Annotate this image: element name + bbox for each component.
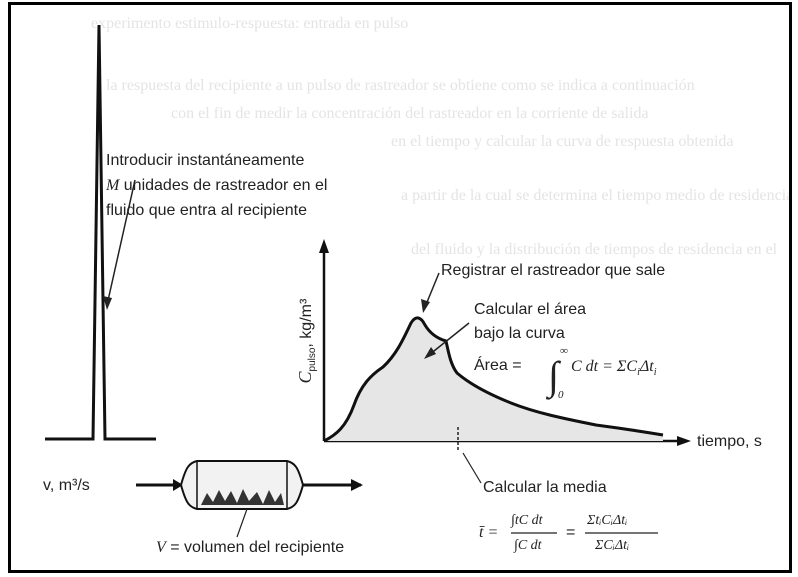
background-text-4: en el tiempo y calcular la curva de resp… [391,133,734,150]
intro-text-line2: M unidades de rastreador en el [106,175,327,196]
vessel-volume-label: V = volumen del recipiente [156,537,344,558]
register-label: Registrar el rastreador que sale [441,262,666,279]
mean-equals: = [566,524,576,541]
y-axis-subscript: pulso [307,347,319,372]
svg-text:∫: ∫ [545,353,562,400]
area-formula: Área = [474,355,522,376]
figure-frame: experimento estimulo-respuesta: entrada … [8,2,792,573]
vessel [136,460,363,538]
x-axis-arrowhead [677,436,691,446]
pointer-area [428,322,470,356]
area-formula-mid: Δt [639,358,654,375]
response-curve [323,316,664,443]
background-text-6: del fluido y la distribución de tiempos … [411,241,778,258]
mean-tbar: t̄ = [479,524,499,541]
mean-label: Calcular la media [483,479,607,496]
intro-text-line2-rest: unidades de rastreador en el [123,177,328,194]
intro-text-line3: fluido que entra al recipiente [106,202,308,219]
mean-frac1-numerator: ∫tC dt [511,513,543,528]
mean-frac1-denominator: ∫C dt [514,538,542,553]
mean-frac2-numerator: ΣtᵢCᵢΔtᵢ [587,513,628,528]
mean-frac2-denominator: ΣCᵢΔtᵢ [595,538,630,553]
area-formula-sub2: i [653,367,657,379]
area-label-line2: bajo la curva [474,325,565,342]
pointer-arrow-pulse [106,179,136,306]
vessel-label-rest: = volumen del recipiente [170,539,345,556]
area-formula-label: Área = [474,357,522,374]
pointer-mean [462,452,482,484]
diagram-graphics: ∫ [45,24,691,538]
background-text-5: a partir de la cual se determina el tiem… [401,187,792,204]
y-axis-units: , kg/m³ [297,298,315,348]
area-formula-body-text: C dt = ΣC [571,358,638,375]
area-formula-body: C dt = ΣCiΔti [571,356,657,383]
pointer-arrowhead-pulse [103,296,112,310]
response-area-shading [324,317,663,441]
vessel-var-v: V [156,539,166,556]
flow-label: v, m³/s [43,477,90,494]
background-text-1: experimento estimulo-respuesta: entrada … [91,15,409,32]
area-formula-upper-limit: ∞ [560,345,568,357]
area-formula-sub1: i [637,367,640,379]
intro-var-m: M [106,177,120,194]
area-formula-lower-limit: 0 [558,389,564,401]
intro-text-line1: Introducir instantáneamente [106,152,305,169]
x-axis-label: tiempo, s [697,433,762,450]
background-text-2: la respuesta del recipiente a un pulso d… [106,77,695,94]
y-axis-label: Cpulso, kg/m³ [295,261,323,421]
area-label-line1: Calcular el área [474,301,587,318]
y-axis-symbol: C [294,371,315,384]
y-axis-arrowhead [319,239,329,253]
input-pulse-line [45,24,156,441]
background-text-3: con el fin de medir la concentración del… [171,105,649,122]
